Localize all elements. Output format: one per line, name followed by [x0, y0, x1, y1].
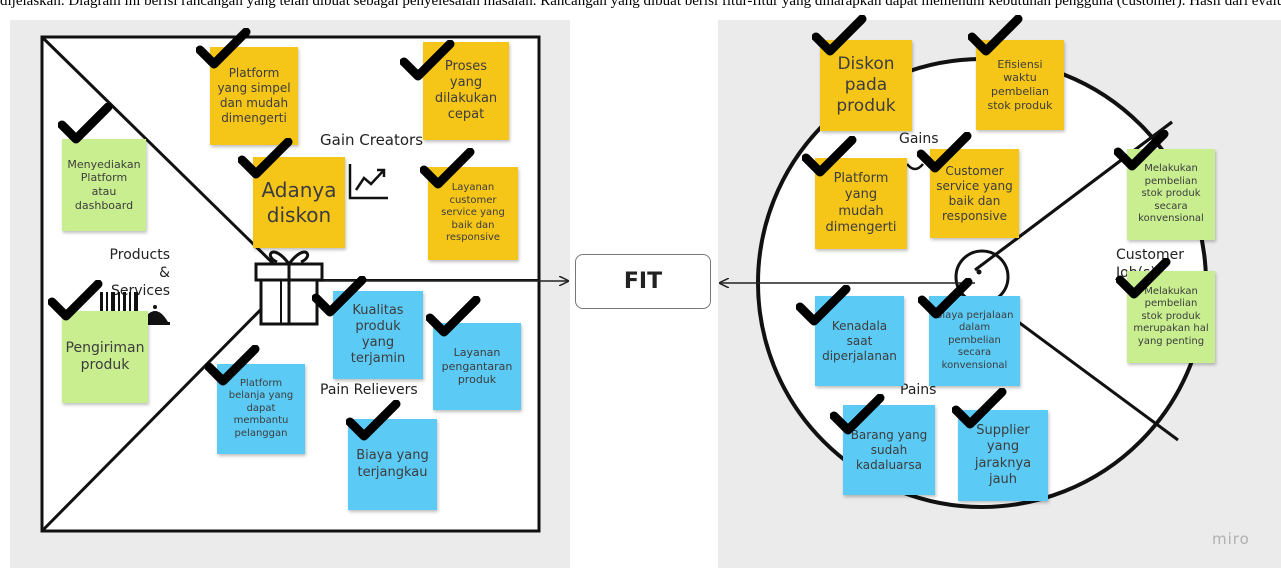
note-biaya-terjangkau[interactable]: Biaya yang terjangkau: [348, 419, 437, 510]
gain-creators-label: Gain Creators: [320, 131, 424, 149]
checkmark-icon: [802, 136, 857, 177]
gift-icon: [254, 250, 324, 326]
checkmark-icon: [58, 103, 113, 144]
checkmark-icon: [346, 400, 401, 441]
checkmark-icon: [420, 148, 475, 189]
note-layanan-pengantaran[interactable]: Layanan pengantaran produk: [433, 323, 521, 410]
note-kualitas-produk[interactable]: Kualitas produk yang terjamin: [333, 291, 423, 379]
note-platform-simpel[interactable]: Platform yang simpel dan mudah dimengert…: [210, 47, 298, 145]
pains-label: Pains: [900, 382, 937, 398]
checkmark-icon: [205, 345, 260, 386]
chart-up-icon: [348, 164, 388, 200]
checkmark-icon: [917, 132, 972, 173]
barcode-icon: [100, 292, 138, 312]
checkmark-icon: [812, 15, 867, 56]
note-pembelian-konvensional[interactable]: Melakukan pembelian stok produk secara k…: [1127, 149, 1215, 240]
note-adanya-diskon[interactable]: Adanya diskon: [253, 157, 345, 248]
pain-relievers-label: Pain Relievers: [320, 382, 418, 398]
note-platform-belanja[interactable]: Platform belanja yang dapat membantu pel…: [217, 364, 305, 454]
note-pengiriman-produk[interactable]: Pengiriman produk: [62, 311, 148, 403]
cloche-icon: [140, 305, 170, 325]
checkmark-icon: [968, 15, 1023, 56]
checkmark-icon: [796, 285, 851, 326]
checkmark-icon: [196, 28, 251, 69]
checkmark-icon: [1116, 258, 1171, 299]
smile-icon: [906, 163, 924, 171]
document-caption: dijelaskan. Diagram ini berisi rancangan…: [0, 0, 1281, 9]
checkmark-icon: [312, 276, 367, 317]
checkmark-icon: [426, 296, 481, 337]
profile-center-dot: [976, 269, 982, 275]
checkmark-icon: [400, 40, 455, 81]
note-menyediakan-platform[interactable]: Menyediakan Platform atau dashboard: [62, 139, 146, 231]
gains-label: Gains: [899, 131, 939, 147]
checkmark-icon: [830, 394, 885, 435]
miro-watermark: miro: [1212, 530, 1250, 548]
checkmark-icon: [918, 278, 973, 319]
note-efisiensi-waktu[interactable]: Efisiensi waktu pembelian stok produk: [976, 40, 1064, 130]
note-platform-mudah[interactable]: Platform yang mudah dimengerti: [815, 158, 907, 249]
checkmark-icon: [48, 280, 103, 321]
fit-label: FIT: [575, 254, 711, 309]
checkmark-icon: [1114, 130, 1169, 171]
value-map-divider-top: [40, 35, 292, 282]
checkmark-icon: [952, 388, 1007, 429]
note-diskon-pada-produk[interactable]: Diskon pada produk: [820, 40, 912, 131]
value-map-divider-bottom: [40, 278, 292, 533]
checkmark-icon: [238, 138, 293, 179]
